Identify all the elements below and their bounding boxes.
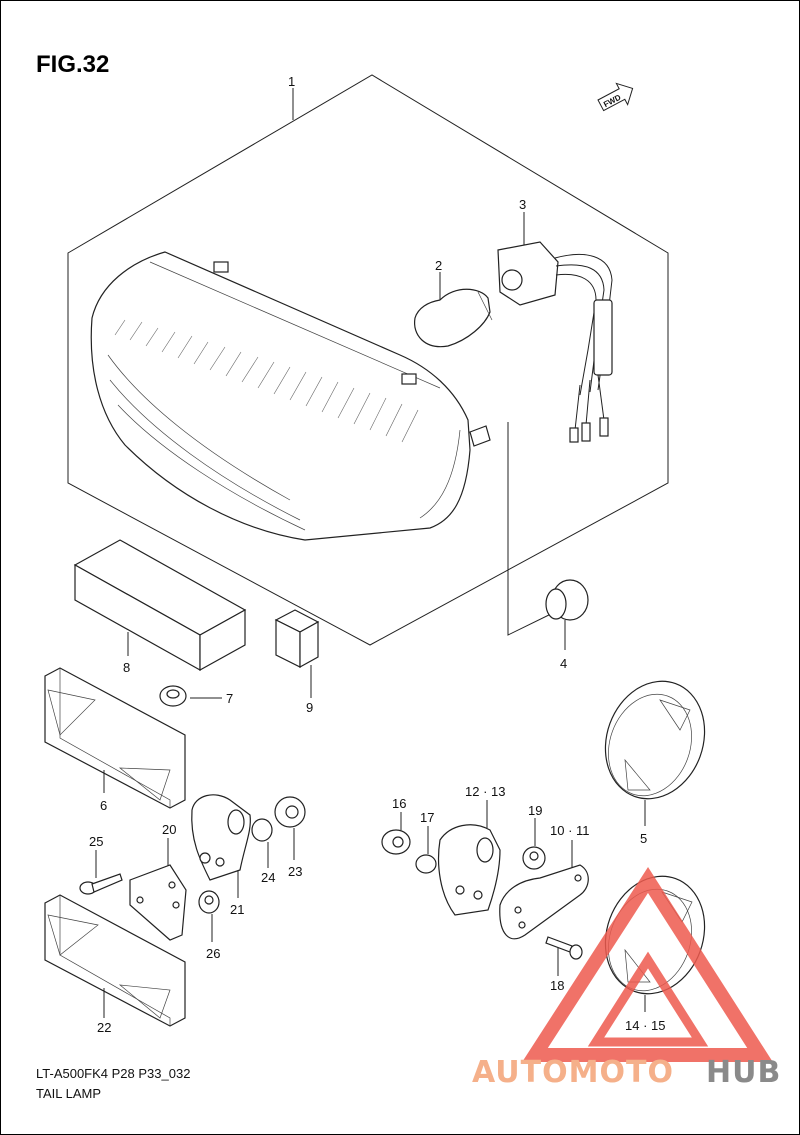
reflector-lower <box>44 894 186 1027</box>
callout-19: 19 <box>528 803 542 818</box>
plate-right <box>499 864 589 940</box>
screw-25 <box>79 873 123 895</box>
nut-26 <box>198 890 220 914</box>
figure-title: FIG.32 <box>36 51 109 78</box>
tail-lamp-housing <box>90 251 491 541</box>
collar-24 <box>251 818 273 842</box>
callout-22: 22 <box>97 1020 111 1035</box>
nut-23 <box>274 796 306 828</box>
callout-8: 8 <box>123 660 130 675</box>
callout-3: 3 <box>519 197 526 212</box>
nut-7 <box>159 685 187 707</box>
callout-6: 6 <box>100 798 107 813</box>
callout-9: 9 <box>306 700 313 715</box>
small-pad <box>274 609 320 669</box>
callout-14-15: 14 · 15 <box>625 1018 665 1033</box>
leader-grommet <box>507 422 556 636</box>
callout-26: 26 <box>206 946 220 961</box>
bracket-left <box>191 794 251 881</box>
socket-harness <box>497 241 613 443</box>
reflector-round <box>604 680 706 800</box>
bracket-right <box>437 824 501 916</box>
figure-code: LT-A500FK4 P28 P33_032 <box>36 1066 190 1081</box>
plate-left <box>129 864 187 941</box>
grommet <box>545 579 589 621</box>
callout-23: 23 <box>288 864 302 879</box>
fwd-arrow-icon: FWD <box>597 82 634 112</box>
callout-25: 25 <box>89 834 103 849</box>
assembly-outline <box>67 74 669 646</box>
callout-21: 21 <box>230 902 244 917</box>
screw-18 <box>545 936 583 960</box>
bulb <box>414 288 493 348</box>
leader-lines <box>95 88 646 1018</box>
watermark-text-1: AUTOMOTO <box>472 1055 674 1090</box>
watermark-logo <box>522 867 773 1062</box>
figure-name: TAIL LAMP <box>36 1086 101 1101</box>
callout-17: 17 <box>420 810 434 825</box>
callout-10-11: 10 · 11 <box>550 823 590 838</box>
nut-19 <box>522 846 546 870</box>
callout-1: 1 <box>288 74 295 89</box>
callout-16: 16 <box>392 796 406 811</box>
callout-7: 7 <box>226 691 233 706</box>
watermark-text-2: HUB <box>706 1055 781 1090</box>
collar-17 <box>415 854 437 874</box>
callout-2: 2 <box>435 258 442 273</box>
nut-16 <box>381 829 411 855</box>
callout-24: 24 <box>261 870 275 885</box>
callout-18: 18 <box>550 978 564 993</box>
reflector-upper <box>44 667 186 809</box>
foam-pad <box>73 539 247 672</box>
callout-5: 5 <box>640 831 647 846</box>
callout-20: 20 <box>162 822 176 837</box>
callout-12-13: 12 · 13 <box>465 784 505 799</box>
callout-4: 4 <box>560 656 567 671</box>
